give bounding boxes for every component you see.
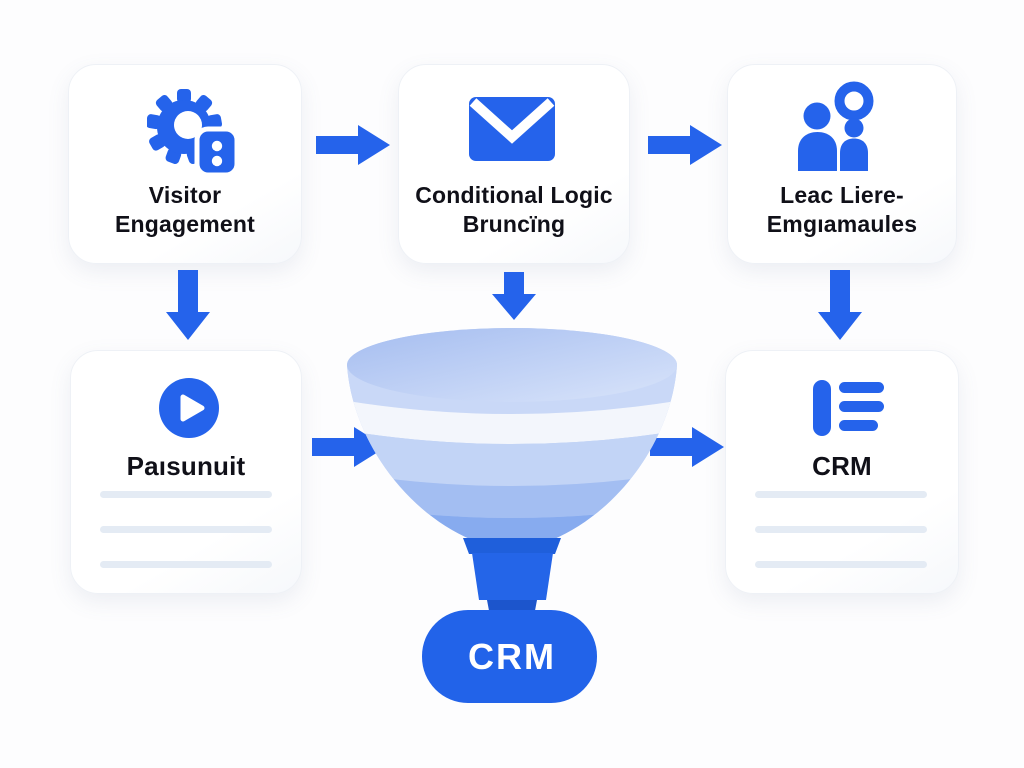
funnel-output-capsule [422, 610, 597, 703]
funnel-collar [463, 538, 561, 554]
funnel-neck [472, 553, 553, 600]
play-circle-icon [159, 378, 219, 438]
placeholder-line [100, 561, 272, 568]
card-label-crm: CRM [812, 451, 872, 481]
funnel-illustration: CRM [347, 328, 677, 703]
card-label-visitor: Visitor Engagement [114, 182, 256, 238]
list-icon [813, 380, 884, 436]
placeholder-line [755, 526, 927, 533]
arrow-right-icon [316, 125, 390, 165]
card-visitor-engagement: Visitor Engagement [68, 64, 302, 264]
arrow-down-icon [492, 272, 536, 320]
envelope-icon [469, 97, 555, 161]
funnel-mouth [347, 328, 677, 402]
arrow-right-icon [650, 427, 724, 467]
funnel-output-label: CRM [468, 636, 556, 677]
card-label-lead: Leac Liere-Emgıamaules [766, 182, 918, 238]
card-label-logic: Conditional Logic Bruncïng [415, 182, 613, 238]
users-icon [798, 81, 874, 171]
placeholder-line [755, 561, 927, 568]
arrow-down-icon [818, 270, 862, 340]
card-label-pipeline: Paısunuit [126, 451, 246, 481]
arrow-down-icon [166, 270, 210, 340]
card-lead: Leac Liere-Emgıamaules [727, 64, 957, 264]
placeholder-line [100, 526, 272, 533]
card-pipeline: Paısunuit [70, 350, 302, 594]
card-conditional-logic: Conditional Logic Bruncïng [398, 64, 630, 264]
placeholder-line [100, 491, 272, 498]
placeholder-line [755, 491, 927, 498]
gear-settings-icon [147, 89, 239, 177]
card-crm: CRM [725, 350, 959, 594]
arrow-right-icon [648, 125, 722, 165]
